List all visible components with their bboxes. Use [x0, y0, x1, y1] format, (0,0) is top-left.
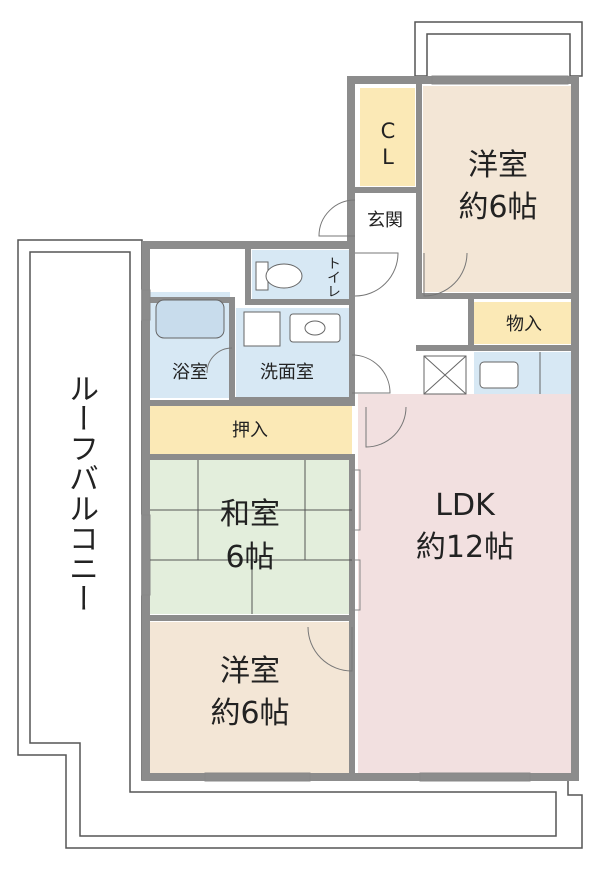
kitchen-sink-icon [479, 352, 541, 394]
oshiire-fill [150, 406, 352, 454]
youshitsu-bottom-fill [150, 622, 352, 773]
washitsu-fill [150, 460, 352, 614]
washbasin-icon [243, 311, 341, 347]
toilet-label: トイレ [325, 256, 341, 298]
door-swings [206, 199, 468, 672]
closet-label-l: L [382, 145, 394, 169]
youshitsu-bottom-name: 洋室 [220, 654, 280, 689]
youshitsu-top-name: 洋室 [468, 148, 528, 183]
stove-icon [423, 355, 467, 395]
toilet-icon [255, 261, 303, 291]
ldk-name: LDK [435, 488, 495, 523]
roof-balcony-label: ルーフバルコニー [63, 373, 98, 613]
youshitsu-top-size: 約6帖 [458, 190, 538, 225]
genkan-label: 玄関 [367, 210, 403, 231]
closet-label-c: C [380, 119, 396, 143]
senmenshitsu-label: 洗面室 [260, 362, 314, 383]
bathtub-icon [155, 299, 225, 339]
monoire-label: 物入 [506, 314, 542, 335]
walls [142, 76, 579, 781]
closet-fill [360, 88, 415, 186]
washitsu-name: 和室 [220, 497, 280, 532]
tatami-lines [150, 460, 352, 614]
yokushitsu-label: 浴室 [172, 362, 208, 383]
youshitsu-bottom-size: 約6帖 [210, 696, 290, 731]
oshiire-label: 押入 [232, 420, 268, 441]
ldk-size: 約12帖 [415, 530, 515, 565]
washitsu-size: 6帖 [225, 540, 275, 575]
ldk-fill [358, 394, 573, 773]
windows [141, 75, 569, 782]
monoire-fill [474, 302, 573, 344]
youshitsu-top-fill [423, 86, 573, 292]
